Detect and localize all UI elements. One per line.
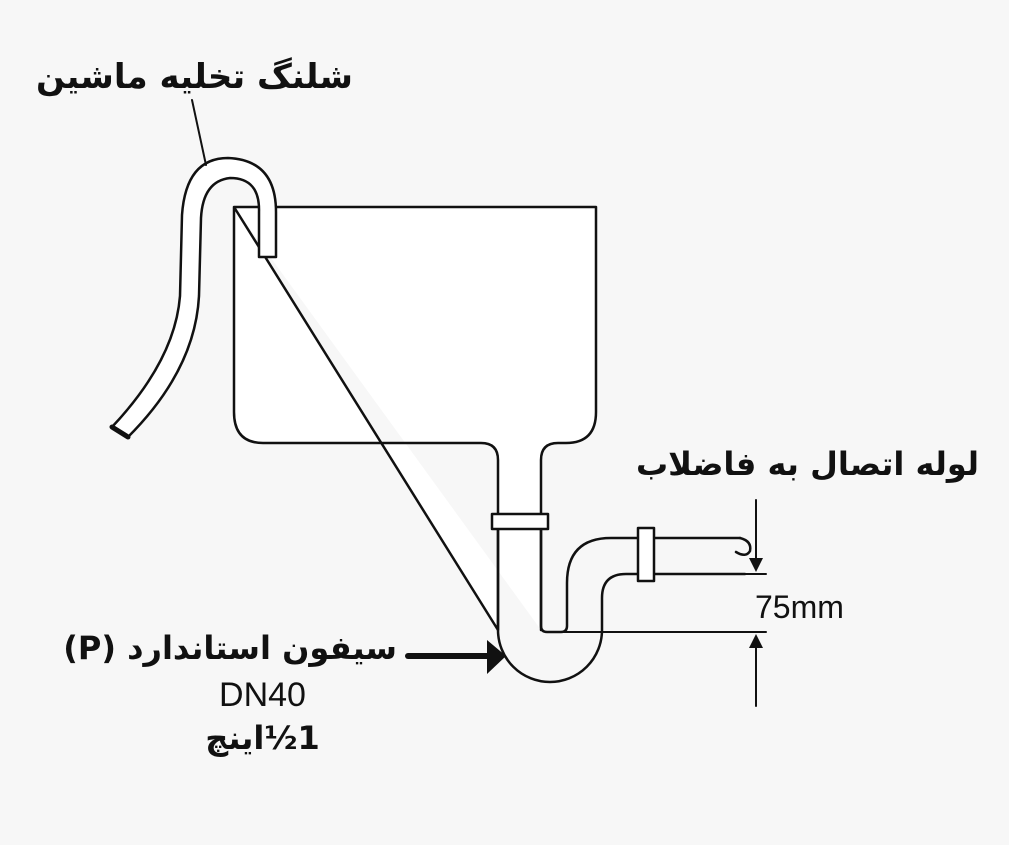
siphon-inch-label: 1½اینچ [205, 719, 320, 757]
dimension-arrow-down-icon [749, 558, 763, 572]
p-trap-siphon [496, 514, 747, 684]
height-dimension-label: 75mm [755, 589, 844, 625]
drain-hose-end [109, 424, 131, 440]
drain-hose [110, 156, 278, 439]
siphon-pointer-arrow-icon [487, 640, 506, 674]
siphon-size-label: DN40 [219, 676, 306, 714]
siphon-title-label: سیفون استاندارد (P) [63, 629, 397, 667]
hose-leader-line [191, 99, 207, 166]
hose-label: شلنگ تخلیه ماشین [35, 57, 353, 97]
drain-pipe-label: لوله اتصال به فاضلاب [636, 445, 979, 483]
drain-pipe-clamp [636, 526, 656, 583]
drain-pipe-mouth [734, 536, 752, 556]
dimension-arrow-up-icon [749, 634, 763, 648]
tailpiece-coupling [490, 512, 550, 531]
